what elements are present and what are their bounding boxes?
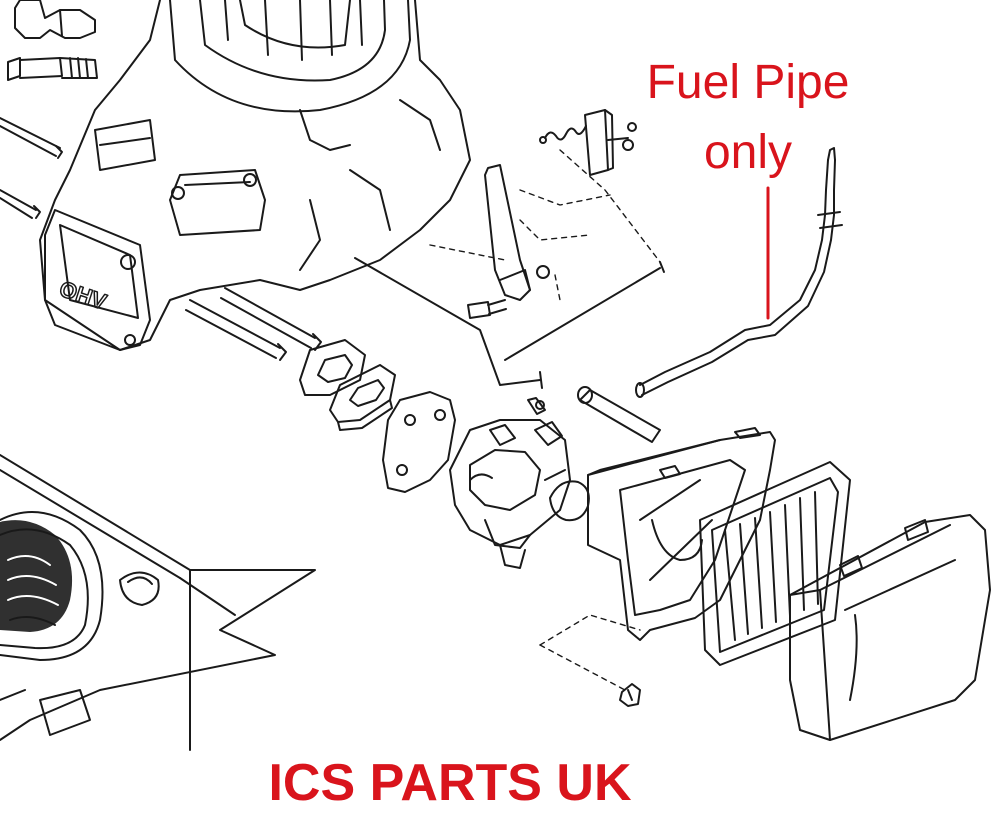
brand-watermark: ICS PARTS UK <box>268 754 632 812</box>
fuel-pipe <box>635 147 843 398</box>
spark-plug <box>7 57 98 81</box>
engine-badge-text: OHV <box>56 276 109 315</box>
choke-rod <box>504 261 665 361</box>
callout-label-line1: Fuel Pipe <box>646 56 850 109</box>
intake-gasket <box>299 339 366 396</box>
spark-plug-boot <box>14 0 96 39</box>
air-cleaner-gasket <box>549 480 590 522</box>
governor-rod <box>354 257 543 389</box>
callout-label-line2: only <box>703 126 793 179</box>
breather-tube <box>577 386 661 443</box>
air-filter-cover <box>789 514 991 741</box>
governor-lever <box>484 164 550 301</box>
valve-cover: OHV <box>44 209 151 351</box>
air-filter-element <box>699 461 851 666</box>
nut-leader-dashes <box>539 614 641 691</box>
governor-bolt <box>467 299 507 319</box>
carburetor-gasket <box>382 391 456 493</box>
intake-studs <box>185 287 322 361</box>
wing-nut <box>619 683 641 707</box>
governor-spring <box>539 125 587 144</box>
throttle-bracket <box>584 109 637 176</box>
carburetor <box>449 397 571 569</box>
air-cleaner-base <box>587 427 776 641</box>
leader-dashes <box>429 149 661 301</box>
stud-bolts-left <box>0 117 63 219</box>
engine-block <box>39 0 471 351</box>
insulator-spacer <box>329 364 396 431</box>
